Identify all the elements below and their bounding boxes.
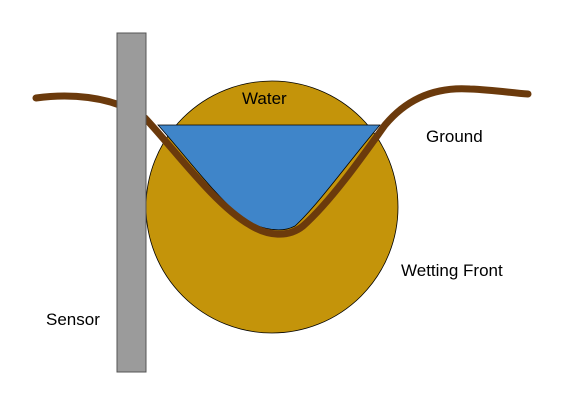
water-pool <box>157 124 381 231</box>
sensor-label: Sensor <box>46 310 100 329</box>
ground-label: Ground <box>426 127 483 146</box>
wetting-front-label: Wetting Front <box>401 261 503 280</box>
sensor-probe <box>116 32 147 373</box>
water-label: Water <box>242 89 287 108</box>
